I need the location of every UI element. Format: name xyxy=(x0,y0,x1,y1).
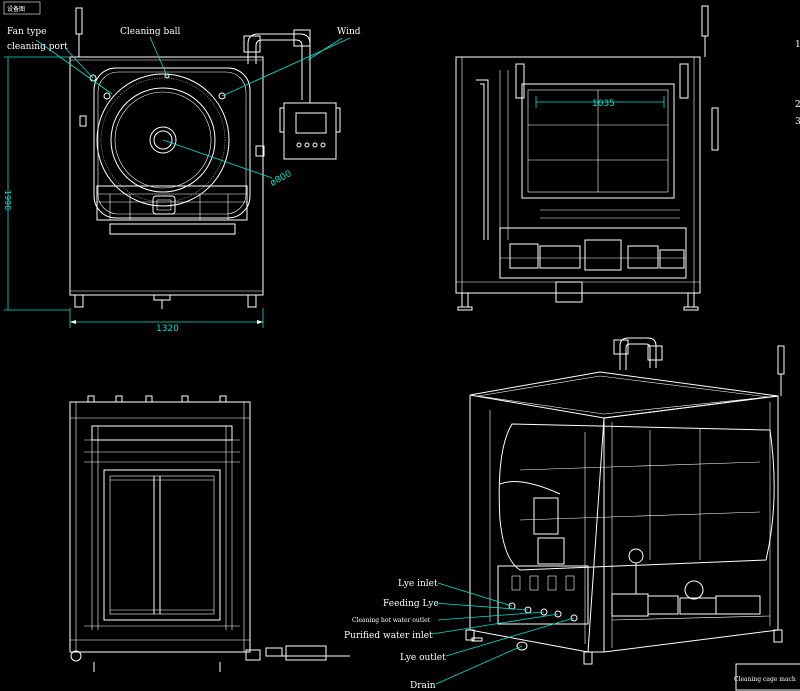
right-margin-notes: 1 2 3 xyxy=(795,40,800,127)
label-fan-type-2: cleaning port xyxy=(7,42,68,52)
port-lye-outlet xyxy=(570,614,578,622)
dim-inner-length: 1035 xyxy=(592,99,615,109)
callout-drain: Drain xyxy=(410,681,436,691)
top-left-title-box xyxy=(3,1,41,15)
iso-callouts: Lye inlet Feeding Lye Cleaning hot water… xyxy=(344,579,575,691)
caption-box xyxy=(735,663,800,691)
margin-note-3: 3 xyxy=(795,117,800,127)
label-fan-type-1: Fan type xyxy=(7,27,46,37)
callout-feeding-lye: Feeding Lye xyxy=(383,599,439,609)
callout-purified-water: Purified water inlet xyxy=(344,631,433,641)
port-drain xyxy=(516,641,528,651)
control-panel xyxy=(283,102,337,160)
side-frame xyxy=(455,56,701,294)
front-view: 1320 1990 ø800 Fan type cleaning port Cl… xyxy=(3,7,361,334)
dim-height: 1990 xyxy=(3,190,12,210)
caption-text: Cleaning cage mach xyxy=(734,676,796,683)
side-drum xyxy=(521,83,675,199)
iso-view: Lye inlet Feeding Lye Cleaning hot water… xyxy=(344,337,785,691)
section-frame xyxy=(69,401,251,653)
port-purified xyxy=(554,610,562,618)
callout-lye-outlet: Lye outlet xyxy=(400,653,446,663)
top-left-title-text: 设备图 xyxy=(7,5,25,13)
control-panel-screen xyxy=(295,112,327,134)
margin-note-1: 1 xyxy=(795,40,800,50)
section-drum xyxy=(103,469,221,621)
front-cabinet xyxy=(69,56,264,296)
iso-drum xyxy=(498,423,775,571)
front-door xyxy=(93,67,251,219)
drum-hub xyxy=(149,126,177,154)
drum-outer xyxy=(96,73,230,207)
section-view xyxy=(69,395,350,672)
margin-note-2: 2 xyxy=(795,100,800,110)
label-cleaning-ball: Cleaning ball xyxy=(120,27,181,37)
dim-width: 1320 xyxy=(156,324,179,334)
dim-diameter: ø800 xyxy=(269,169,294,189)
callout-hot-water: Cleaning hot water outlet xyxy=(352,617,431,624)
callout-lye-inlet: Lye inlet xyxy=(398,579,438,589)
label-wind: Wind xyxy=(337,27,361,37)
side-view: 1035 xyxy=(455,5,719,311)
